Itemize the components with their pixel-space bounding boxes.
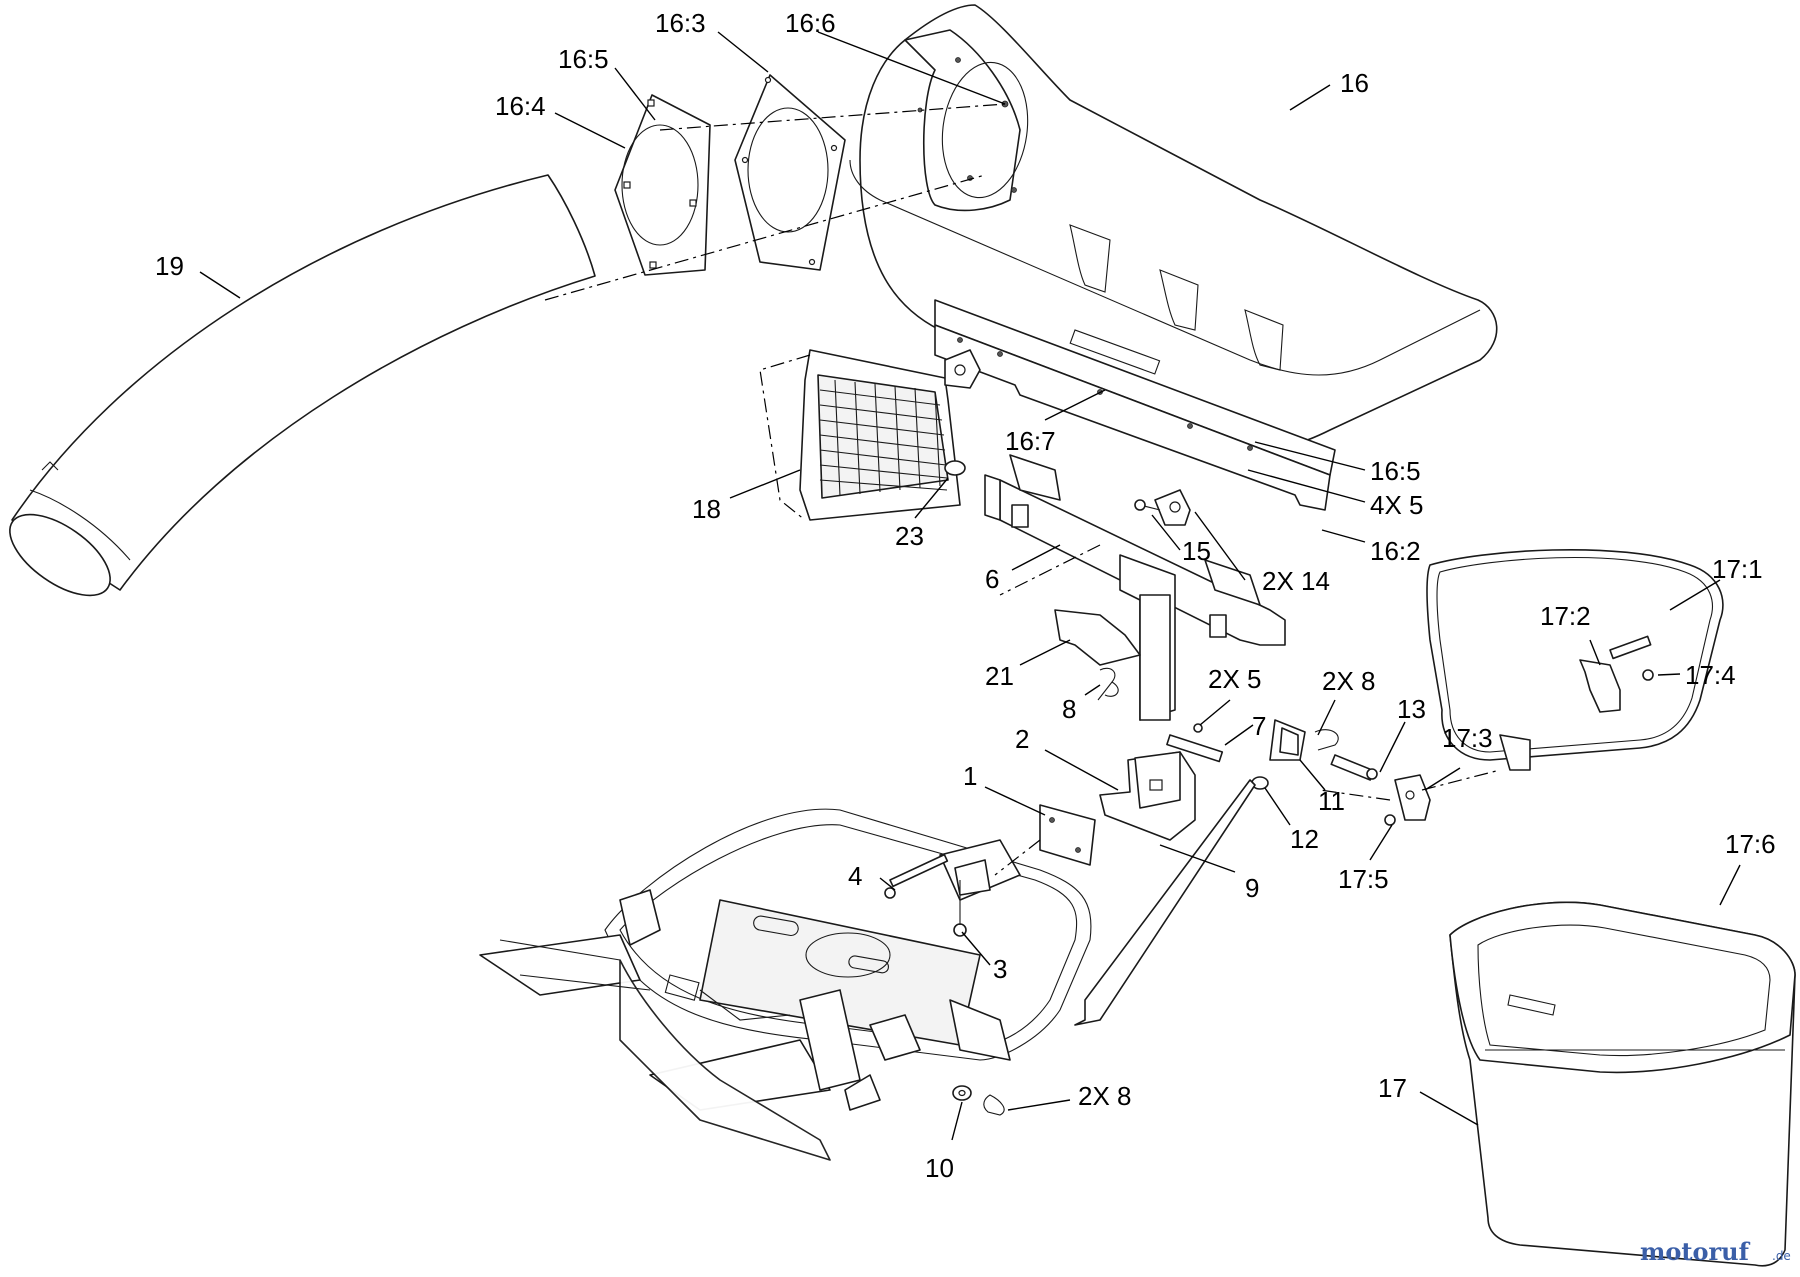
label-16-5-top: 16:5 [558, 44, 609, 74]
bag-frame [1426, 549, 1724, 771]
watermark-suffix: .de [1772, 1249, 1791, 1263]
label-3: 3 [993, 954, 1007, 984]
label-6: 6 [985, 564, 999, 594]
hair-pin-8 [1097, 667, 1119, 701]
clevis-11 [1269, 719, 1306, 761]
label-17-4: 17:4 [1685, 660, 1736, 690]
label-2: 2 [1015, 724, 1029, 754]
plate-1 [1039, 804, 1096, 866]
label-17-1: 17:1 [1712, 554, 1763, 584]
part-labels: 19 16:4 16:5 16:3 16:6 16 16:7 16:5 4X 5… [155, 8, 1776, 1183]
pin-13 [1330, 754, 1378, 781]
label-2x5: 2X 5 [1208, 664, 1262, 694]
washer-10 [952, 1085, 972, 1101]
label-21: 21 [985, 661, 1014, 691]
label-8: 8 [1062, 694, 1076, 724]
rod-9 [1074, 779, 1256, 1026]
alignment-lines [544, 103, 1501, 876]
label-16-4: 16:4 [495, 91, 546, 121]
screw-17-4 [1642, 669, 1654, 681]
bolt-4 [884, 853, 949, 899]
label-2x8-top: 2X 8 [1322, 666, 1376, 696]
label-4: 4 [848, 861, 862, 891]
label-17: 17 [1378, 1073, 1407, 1103]
label-4x5: 4X 5 [1370, 490, 1424, 520]
pin-7 [1166, 723, 1224, 763]
bracket-14 [1134, 489, 1191, 526]
watermark-brand: motoruf [1640, 1237, 1751, 1266]
label-10: 10 [925, 1153, 954, 1183]
label-16: 16 [1340, 68, 1369, 98]
clip-2x8-bottom [983, 1094, 1005, 1116]
label-17-5: 17:5 [1338, 864, 1389, 894]
label-13: 13 [1397, 694, 1426, 724]
mower-frame [479, 808, 1092, 1161]
label-9: 9 [1245, 873, 1259, 903]
label-7: 7 [1252, 711, 1266, 741]
label-16-3: 16:3 [655, 8, 706, 38]
label-16-6: 16:6 [785, 8, 836, 38]
bracket-17-3 [1394, 774, 1431, 821]
adapter-plate [614, 94, 711, 276]
label-12: 12 [1290, 824, 1319, 854]
gasket-plate [734, 74, 846, 271]
label-16-5-right: 16:5 [1370, 456, 1421, 486]
label-2x14: 2X 14 [1262, 566, 1330, 596]
label-17-2: 17:2 [1540, 601, 1591, 631]
grass-bag [1449, 901, 1796, 1267]
chute-tube [9, 174, 596, 597]
label-17-6: 17:6 [1725, 829, 1776, 859]
label-16-7: 16:7 [1005, 426, 1056, 456]
label-17-3: 17:3 [1442, 723, 1493, 753]
cap-23 [944, 460, 966, 476]
hood-rail [934, 299, 1336, 511]
label-23: 23 [895, 521, 924, 551]
watermark-logo: motoruf .de [1640, 1237, 1791, 1266]
label-16-2: 16:2 [1370, 536, 1421, 566]
screw-17-5 [1384, 814, 1396, 826]
label-19: 19 [155, 251, 184, 281]
bag-handle-17-2 [1579, 635, 1652, 713]
label-11: 11 [1318, 786, 1345, 816]
label-2x8-bottom: 2X 8 [1078, 1081, 1132, 1111]
bracket-21 [1054, 609, 1141, 666]
label-15: 15 [1182, 536, 1211, 566]
label-18: 18 [692, 494, 721, 524]
mount-bracket-2 [1099, 751, 1196, 841]
mount-arm [984, 454, 1286, 721]
leader-lines [199, 31, 1741, 1141]
screen-panel [799, 349, 961, 521]
bracket-upper [944, 349, 981, 389]
label-1: 1 [963, 761, 977, 791]
